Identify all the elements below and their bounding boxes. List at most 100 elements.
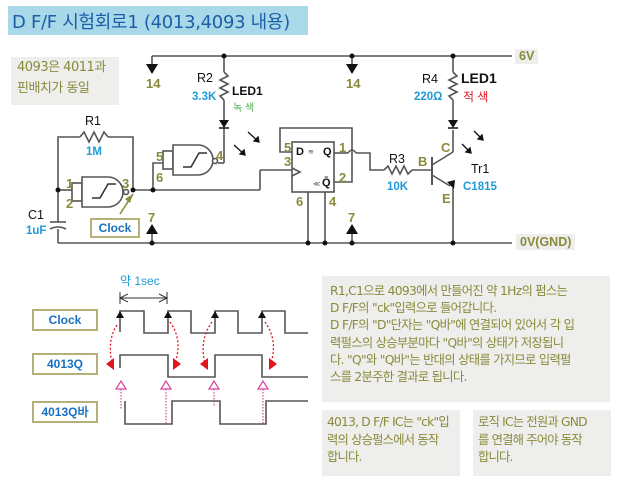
- pin-label: 4: [329, 194, 337, 209]
- r4-label: R4: [422, 72, 438, 86]
- led-green-icon: [219, 120, 229, 128]
- vcc-label: 6V: [515, 49, 539, 64]
- vss-arrow-icon: [146, 224, 158, 234]
- tr-base-label: B: [418, 154, 427, 169]
- vdd-arrow-icon: [346, 64, 358, 74]
- note-line: 력펄스의 상승부분마다 "Q바"의 상태가 저장됩니: [330, 335, 564, 350]
- pink-arrow-icon: [207, 379, 221, 390]
- explanation-note: R1,C1으로 4093에서 만들어진 약 1Hz의 펌스는 D F/F의 "c…: [322, 276, 610, 402]
- junction-dot: [130, 187, 136, 193]
- pink-arrow-icon: [159, 379, 173, 390]
- led-red-color: 적 색: [463, 90, 488, 104]
- pin-label: 2: [66, 196, 73, 211]
- r3-value: 10K: [387, 181, 409, 193]
- pinout-note: 4093은 4011과 핀배치가 동일: [11, 57, 119, 105]
- pin-label: 7: [348, 210, 355, 225]
- r2-value: 3.3K: [192, 91, 217, 103]
- pin-label: 7: [148, 210, 155, 225]
- ff-q-label: Q: [323, 146, 332, 158]
- rising-edge-icon: [116, 311, 124, 318]
- ff-hatch: ≪: [313, 181, 320, 188]
- pin-label: 14: [146, 76, 161, 91]
- qbar-waveform: [124, 400, 308, 425]
- pin-label: 5: [284, 140, 291, 155]
- r4-value: 220Ω: [414, 91, 442, 103]
- led-green-color: 녹 색: [233, 102, 254, 114]
- r1-label: R1: [85, 114, 101, 128]
- edge-trigger-note: 4013, D F/F IC는 "ck"입 력의 상승펄스에서 동작 합니다.: [322, 410, 460, 476]
- ff-d-label: D: [296, 146, 304, 158]
- period-dimension: [118, 292, 169, 304]
- pin-label: 14: [346, 76, 361, 91]
- tr-emitter-label: E: [442, 191, 451, 206]
- signal-label-qbar: 4013Q바: [32, 401, 98, 423]
- pink-arrow-icon: [114, 379, 128, 390]
- r3-label: R3: [389, 152, 405, 166]
- junction-dot: [349, 240, 355, 246]
- vdd-arrow-icon: [146, 64, 158, 74]
- pin-label: 3: [284, 154, 291, 169]
- tr1-value: C1815: [463, 181, 497, 193]
- red-arrow-icon: [269, 358, 277, 370]
- junction-dot: [450, 240, 456, 246]
- note-line: 를 연결해 주어야 동작: [478, 432, 583, 447]
- clock-waveform: [119, 310, 308, 334]
- ff-hatch: ≋: [308, 149, 314, 156]
- note-line: 스를 2분주한 결과로 됩니다.: [330, 370, 467, 385]
- note-line: D F/F의 "ck"입력으로 들어갑니다.: [330, 301, 497, 316]
- rising-edge-icon: [258, 311, 266, 318]
- junction-dot: [221, 53, 227, 59]
- signal-label-clock: Clock: [32, 309, 98, 331]
- emitter-arrow-icon: [447, 180, 455, 189]
- pin-label: 1: [339, 140, 346, 155]
- junction-dot: [322, 240, 328, 246]
- rising-edge-icon: [164, 311, 172, 318]
- light-emission-icon: [233, 130, 484, 156]
- pin-label: 6: [156, 170, 163, 185]
- note-line: D F/F의 "D"단자는 "Q바"에 연결되어 있어서 각 입: [330, 318, 575, 333]
- note-line: 4013, D F/F IC는 "ck"입: [327, 415, 450, 429]
- note-line: 합니다.: [478, 450, 513, 464]
- pin-label: 2: [339, 170, 346, 185]
- rising-edge-icon: [211, 311, 219, 318]
- tr1-label: Tr1: [471, 162, 489, 176]
- junction-dot: [305, 240, 311, 246]
- led-red-icon: [448, 120, 458, 128]
- ff-qbar-label: Q̄: [322, 177, 331, 189]
- period-label: 약 1sec: [120, 273, 160, 288]
- note-line: 핀배치가 동일: [17, 81, 90, 96]
- title-bar: [8, 6, 308, 35]
- nand-gate-2: [162, 144, 219, 176]
- note-line: 합니다.: [327, 450, 362, 464]
- pin-label: 3: [122, 176, 129, 191]
- r1-value: 1M: [86, 146, 102, 158]
- pin-label: 6: [296, 194, 303, 209]
- red-arrow-icon: [106, 358, 114, 370]
- vss-arrow-icon: [346, 224, 358, 234]
- red-arrow-icon: [200, 358, 208, 370]
- c1-label: C1: [28, 208, 44, 222]
- r2-label: R2: [197, 71, 213, 85]
- clock-callout: Clock: [90, 218, 140, 238]
- note-line: 로직 IC는 전원과 GND: [478, 415, 588, 429]
- c1-value: 1uF: [26, 225, 46, 237]
- power-note: 로직 IC는 전원과 GND 를 연결해 주어야 동작 합니다.: [473, 410, 611, 476]
- nand-gate-1: [71, 176, 130, 208]
- pin-label: 5: [156, 149, 163, 164]
- pin-label: 1: [66, 176, 73, 191]
- note-line: R1,C1으로 4093에서 만들어진 약 1Hz의 펌스는: [330, 284, 568, 298]
- junction-dot: [150, 187, 156, 193]
- note-line: 력의 상승펄스에서 동작: [327, 432, 439, 447]
- tr-collector-label: C: [441, 140, 451, 155]
- junction-dot: [349, 53, 355, 59]
- junction-dot: [55, 187, 61, 193]
- led-green-label: LED1: [232, 84, 263, 98]
- signal-label-q: 4013Q: [32, 353, 98, 375]
- pink-arrow-icon: [256, 379, 270, 390]
- junction-dot: [450, 53, 456, 59]
- timing-diagram: 약 1sec: [106, 273, 308, 425]
- gnd-label: 0V(GND): [516, 234, 576, 250]
- page-title: D F/F 시험회로1 (4013,4093 내용): [12, 12, 290, 33]
- note-line: 다. "Q"와 "Q바"는 반대의 상태를 가지므로 입력펄: [330, 352, 571, 367]
